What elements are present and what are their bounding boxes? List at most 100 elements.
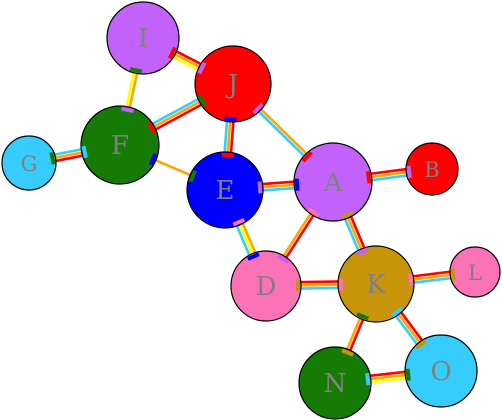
port-mark: [247, 252, 260, 261]
edge-strand: [392, 312, 421, 349]
edge-f-e: [151, 157, 195, 178]
node-i[interactable]: I: [106, 1, 180, 75]
edge-strand: [366, 370, 409, 378]
node-o[interactable]: O: [404, 334, 478, 408]
node-circle: [405, 142, 459, 196]
port-mark: [197, 61, 207, 75]
node-a[interactable]: A: [293, 142, 373, 222]
edge-strand: [297, 286, 343, 290]
node-label: K: [366, 270, 386, 300]
edge-strand: [258, 183, 299, 189]
edge-strand: [150, 99, 204, 130]
port-mark: [232, 217, 246, 227]
edge-d-k: [296, 280, 343, 290]
edge-strand: [255, 108, 308, 160]
node-circle: [1, 135, 57, 191]
edge-e-a: [258, 180, 299, 192]
edge-strand: [51, 153, 87, 163]
node-circle: [80, 105, 160, 185]
node-label: A: [323, 168, 344, 198]
edge-strand: [240, 219, 258, 257]
edge-strand: [345, 213, 364, 254]
node-circle: [186, 151, 264, 229]
node-label: F: [111, 131, 129, 161]
port-mark: [356, 247, 369, 256]
edge-strand: [151, 157, 195, 178]
port-mark: [49, 152, 56, 165]
port-mark: [167, 46, 177, 60]
edge-strand: [127, 69, 140, 112]
node-l[interactable]: L: [449, 246, 501, 298]
edge-strand: [409, 276, 455, 285]
port-mark: [129, 67, 143, 74]
edge-strand: [367, 167, 410, 176]
edge-strand: [172, 48, 205, 67]
node-j[interactable]: J: [194, 45, 272, 123]
node-circle: [293, 142, 373, 222]
edge-k-l: [409, 270, 455, 285]
edge-a-d: [280, 209, 317, 262]
port-mark: [277, 254, 290, 265]
edge-strand: [234, 222, 253, 260]
node-label: L: [468, 261, 482, 285]
node-d[interactable]: D: [230, 250, 302, 322]
edge-strand: [348, 212, 367, 252]
edge-strand: [409, 270, 454, 279]
node-b[interactable]: B: [405, 142, 459, 196]
port-mark: [341, 348, 354, 357]
port-mark: [356, 312, 369, 321]
node-e[interactable]: E: [186, 151, 264, 229]
node-g[interactable]: G: [1, 135, 57, 191]
edge-n-o: [366, 370, 410, 384]
node-label: G: [21, 152, 38, 176]
edge-strand: [367, 376, 410, 384]
port-mark: [390, 306, 403, 318]
edge-strand: [170, 51, 204, 70]
port-mark: [197, 94, 207, 107]
node-label: I: [138, 24, 148, 54]
edge-j-a: [255, 105, 311, 160]
edge-strand: [296, 283, 343, 287]
port-mark: [221, 152, 234, 158]
port-mark: [224, 116, 237, 122]
port-mark: [365, 171, 372, 184]
node-label: O: [430, 357, 451, 387]
port-mark: [121, 106, 134, 114]
edge-strand: [124, 68, 136, 111]
node-circle: [298, 346, 372, 420]
edge-strand: [347, 315, 366, 355]
port-mark: [81, 145, 88, 159]
edge-strand: [229, 118, 235, 157]
edge-strand: [280, 209, 314, 260]
edge-strand: [395, 310, 423, 347]
edge-strand: [169, 54, 202, 73]
node-k[interactable]: K: [337, 245, 415, 323]
edge-strand: [342, 214, 362, 255]
port-mark: [148, 152, 158, 166]
edge-strand: [51, 150, 86, 160]
edge-strand: [258, 180, 298, 186]
port-mark: [365, 373, 371, 386]
edge-strand: [237, 220, 256, 259]
port-mark: [405, 368, 411, 381]
node-label: D: [256, 272, 277, 302]
port-mark: [340, 210, 354, 220]
node-label: E: [216, 176, 235, 206]
port-mark: [450, 268, 456, 281]
edge-strand: [50, 147, 86, 157]
edges-layer: [50, 48, 455, 384]
node-label: B: [424, 158, 439, 182]
port-mark: [307, 207, 320, 218]
node-f[interactable]: F: [80, 105, 160, 185]
edge-j-e: [223, 117, 235, 157]
edge-a-b: [367, 167, 411, 182]
edge-strand: [344, 314, 363, 354]
node-circle: [106, 1, 180, 75]
node-circle: [194, 45, 272, 123]
node-n[interactable]: N: [298, 346, 372, 420]
port-mark: [415, 339, 428, 350]
edge-strand: [223, 117, 229, 156]
node-circle: [404, 334, 478, 408]
port-mark: [301, 151, 313, 163]
